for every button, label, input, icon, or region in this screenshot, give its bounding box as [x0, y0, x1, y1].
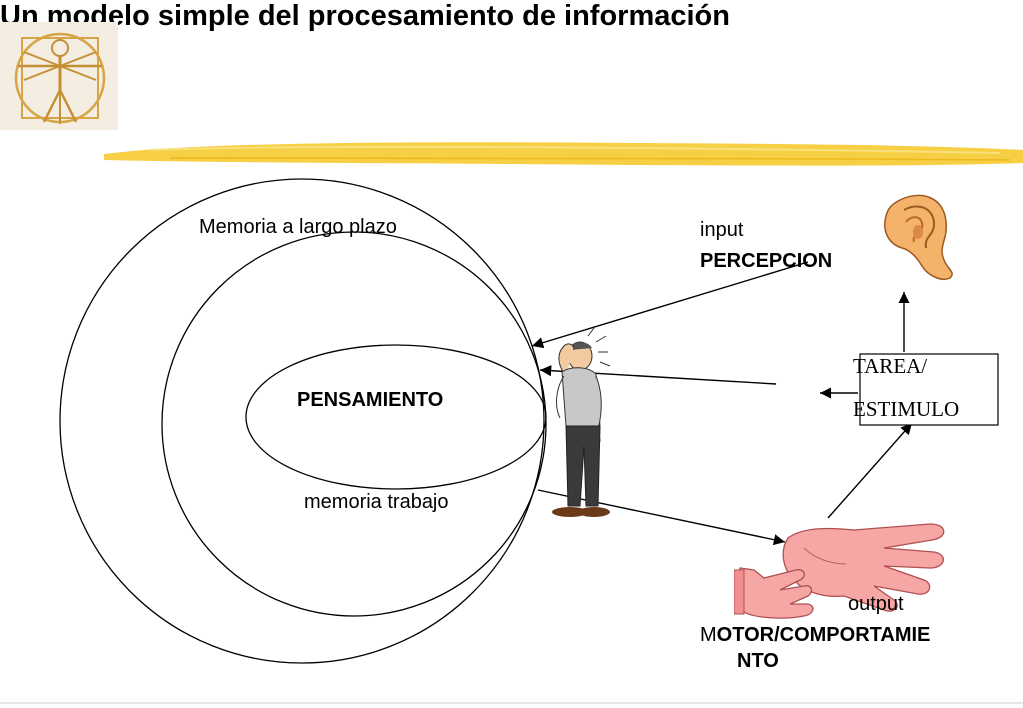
motor-label-first-letter: M: [700, 624, 717, 646]
arrow-ear-to-memory: [531, 261, 809, 349]
hand-icon: [734, 518, 950, 628]
long-term-memory-label: Memoria a largo plazo: [199, 216, 397, 238]
thinking-man-icon: [540, 326, 620, 522]
slide-title: Un modelo simple del procesamiento de in…: [0, 0, 730, 32]
thinking-ellipse: [245, 344, 547, 490]
working-memory-label: memoria trabajo: [304, 491, 449, 513]
input-label: input: [700, 219, 744, 241]
working-memory-circle: [161, 231, 547, 617]
output-label: output: [848, 593, 904, 615]
task-label-line2: ESTIMULO: [853, 397, 960, 421]
ear-icon: [880, 190, 962, 282]
long-term-memory-circle: [59, 178, 545, 664]
task-box: [859, 353, 999, 426]
motor-label-rest: OTOR/COMPORTAMIE: [716, 624, 931, 646]
motor-label-line1: MOTOR/COMPORTAMIE: [700, 624, 930, 647]
footer-divider: [0, 702, 1023, 704]
perception-label: PERCEPCION: [700, 250, 833, 272]
motor-label-line2: NTO: [737, 650, 779, 672]
thinking-label: PENSAMIENTO: [297, 389, 444, 411]
arrow-hand-to-task: [827, 422, 913, 519]
vitruvian-logo-icon: [0, 22, 118, 130]
task-label-line1: TAREA/: [853, 354, 928, 378]
